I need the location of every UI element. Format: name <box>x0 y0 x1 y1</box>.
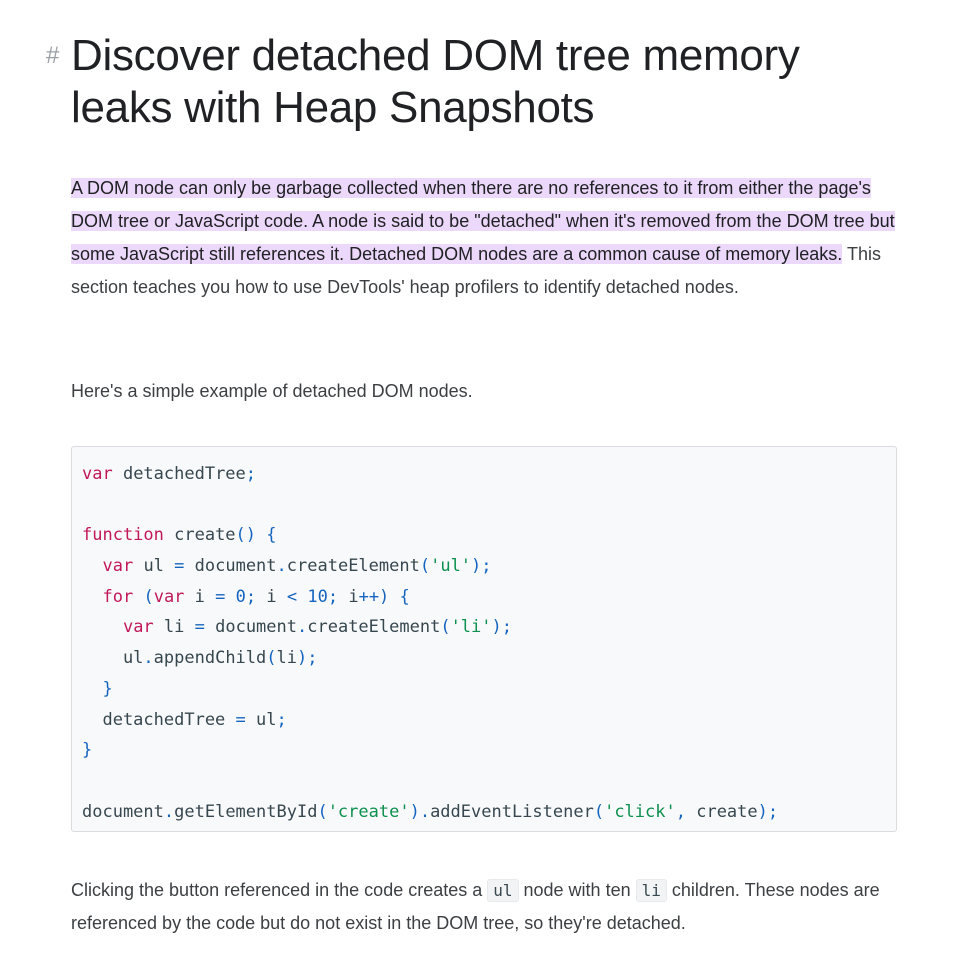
highlighted-text: A DOM node can only be garbage collected… <box>71 178 895 264</box>
code-token: createElement <box>286 556 420 577</box>
page-title: Discover detached DOM tree memory leaks … <box>71 31 800 132</box>
code-token: ; <box>245 586 257 607</box>
code-token: appendChild <box>153 648 267 669</box>
code-token: var <box>122 617 154 638</box>
code-token <box>82 587 102 607</box>
code-token: 10 <box>307 586 328 607</box>
code-token: ); <box>757 801 779 822</box>
code-token: ; <box>276 709 287 730</box>
code-token: ( <box>440 617 451 638</box>
code-token <box>82 617 123 637</box>
code-token <box>297 587 307 607</box>
code-token: () { <box>235 525 277 546</box>
code-token: function <box>82 525 164 546</box>
code-token: ); <box>471 556 492 577</box>
code-token: . <box>276 556 287 577</box>
code-token: ); <box>491 617 512 638</box>
code-token: ( <box>419 556 431 577</box>
code-token <box>133 587 143 607</box>
code-token: ul <box>82 648 144 669</box>
code-token <box>225 587 235 607</box>
inline-code-li: li <box>635 879 667 902</box>
code-token: } <box>102 678 113 699</box>
code-token: 'li' <box>450 617 492 638</box>
code-token: ). <box>409 801 431 822</box>
code-token: 0 <box>235 586 246 607</box>
code-token: document <box>204 617 297 638</box>
code-token: ul <box>133 556 175 577</box>
example-intro-paragraph: Here's a simple example of detached DOM … <box>71 381 473 401</box>
code-token: 'ul' <box>430 556 472 577</box>
code-token: i <box>338 586 359 607</box>
code-token: addEventListener <box>430 801 594 822</box>
code-token: . <box>297 617 308 638</box>
code-token: document <box>82 801 164 822</box>
code-token: var <box>102 556 134 577</box>
code-token: getElementById <box>174 801 318 822</box>
code-token: ; <box>245 464 257 484</box>
code-token <box>82 556 102 576</box>
code-line: document.getElementById('create').addEve… <box>82 797 886 828</box>
heading-anchor-link[interactable]: # <box>46 42 60 69</box>
code-line: detachedTree = ul; <box>82 705 886 736</box>
code-line: var ul = document.createElement('ul'); <box>82 551 886 582</box>
code-token: ; <box>327 586 339 607</box>
code-token: , <box>675 801 686 822</box>
code-token: detachedTree <box>112 464 246 484</box>
code-token: for <box>102 586 134 607</box>
code-line <box>82 766 886 797</box>
code-token: li <box>153 617 195 638</box>
closing-text-part2: node with ten <box>518 880 636 900</box>
closing-paragraph: Clicking the button referenced in the co… <box>71 874 901 940</box>
code-token: ); <box>297 648 318 669</box>
code-line: for (var i = 0; i < 10; i++) { <box>82 582 886 613</box>
code-token: i <box>256 586 287 607</box>
inline-code-ul: ul <box>487 879 519 902</box>
code-token: . <box>163 801 175 822</box>
code-token: document <box>184 556 277 577</box>
code-content: var detachedTree;function create() { var… <box>72 447 896 839</box>
code-token: ( <box>266 648 277 669</box>
code-token: create <box>163 525 236 546</box>
code-token: < <box>286 586 298 607</box>
code-token: detachedTree <box>82 709 236 730</box>
code-line: ul.appendChild(li); <box>82 643 886 674</box>
code-token <box>82 679 102 699</box>
code-token: ( <box>317 801 328 822</box>
code-line: } <box>82 735 886 766</box>
code-token: 'click' <box>604 801 676 822</box>
code-line: var li = document.createElement('li'); <box>82 612 886 643</box>
code-token: } <box>82 740 93 761</box>
code-token: = <box>174 556 185 577</box>
intro-paragraph: A DOM node can only be garbage collected… <box>71 172 901 304</box>
closing-text-part3: children. These nodes are referenced by … <box>71 880 880 933</box>
code-token: createElement <box>307 617 441 638</box>
code-block[interactable]: var detachedTree;function create() { var… <box>71 446 897 832</box>
closing-text-part1: Clicking the button referenced in the co… <box>71 880 488 900</box>
code-token: create <box>685 801 758 822</box>
code-line: function create() { <box>82 520 886 551</box>
code-line: } <box>82 674 886 705</box>
code-token: li <box>276 648 297 669</box>
code-token: i <box>184 586 216 607</box>
code-token: = <box>235 709 246 730</box>
code-line <box>82 490 886 521</box>
code-line: var detachedTree; <box>82 459 886 490</box>
code-token: 'create' <box>327 801 410 822</box>
intro-rest-text: This section teaches you how to use DevT… <box>71 244 881 297</box>
code-token: ( <box>143 586 154 607</box>
code-token: ul <box>245 709 277 730</box>
code-token: . <box>143 648 154 669</box>
code-token: var <box>82 464 113 484</box>
code-token: = <box>194 617 205 638</box>
code-token: var <box>153 586 185 607</box>
code-token: = <box>215 586 226 607</box>
code-token: ( <box>593 801 605 822</box>
code-token: ++) { <box>358 586 410 607</box>
